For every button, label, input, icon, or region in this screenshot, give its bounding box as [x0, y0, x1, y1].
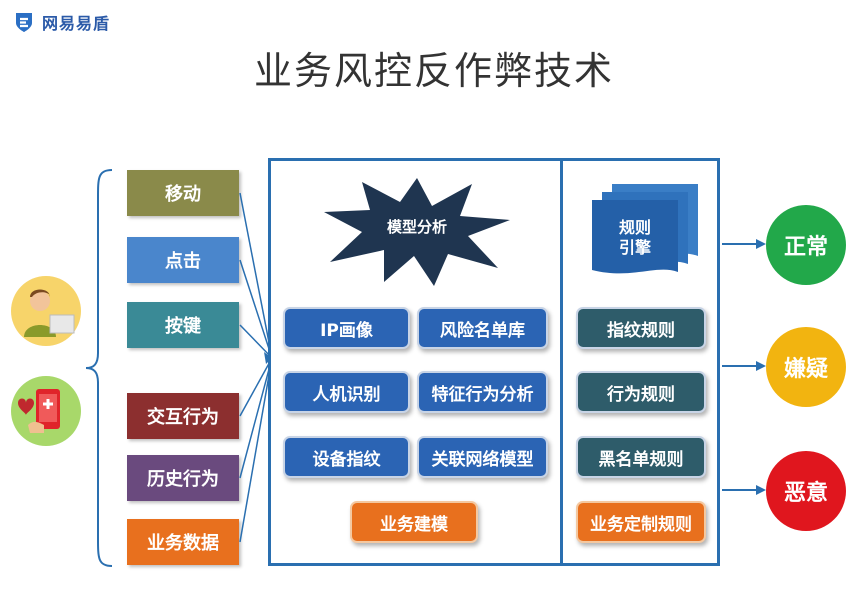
- outcome-label: 嫌疑: [783, 357, 828, 382]
- input-interaction: 交互行为: [127, 393, 239, 439]
- pill-label: 业务定制规则: [590, 514, 692, 535]
- outcome-suspicious: 嫌疑: [766, 327, 846, 407]
- model-item: 风险名单库: [417, 307, 548, 349]
- rule-item: 指纹规则: [576, 307, 706, 349]
- pill-label: 关联网络模型: [431, 449, 534, 470]
- rule-engine-line1: 规则: [618, 218, 651, 237]
- pill-label: 业务建模: [380, 514, 448, 535]
- logo: 网易易盾: [12, 10, 110, 34]
- model-item: 人机识别: [283, 371, 410, 413]
- mobile-hand-icon: [11, 376, 81, 446]
- input-label: 移动: [165, 184, 201, 205]
- input-business-data: 业务数据: [127, 519, 239, 565]
- input-label: 历史行为: [147, 469, 219, 490]
- input-label: 业务数据: [147, 533, 219, 554]
- rule-item: 黑名单规则: [576, 436, 706, 478]
- input-history: 历史行为: [127, 455, 239, 501]
- outcome-normal: 正常: [766, 205, 846, 285]
- shield-e-icon: [16, 13, 32, 32]
- pill-label: 特征行为分析: [431, 384, 534, 405]
- outcome-label: 正常: [783, 235, 828, 260]
- pill-label: 设备指纹: [312, 449, 381, 470]
- starburst-shape: [324, 178, 510, 286]
- input-click: 点击: [127, 237, 239, 283]
- rule-engine-line2: 引擎: [618, 238, 651, 257]
- pill-label: 人机识别: [312, 384, 381, 405]
- page-title: 业务风控反作弊技术: [253, 49, 614, 93]
- custom-rules-pill: 业务定制规则: [576, 501, 706, 543]
- model-item: 关联网络模型: [417, 436, 548, 478]
- pill-label: 行为规则: [607, 384, 675, 405]
- input-label: 交互行为: [147, 407, 219, 428]
- pill-label: IP画像: [320, 320, 373, 341]
- output-arrows: [722, 239, 766, 495]
- business-modeling-pill: 业务建模: [350, 501, 478, 543]
- input-keypress: 按键: [127, 302, 239, 348]
- input-label: 点击: [165, 251, 201, 272]
- rule-engine-label: 规则 引擎: [590, 218, 680, 258]
- logo-text: 网易易盾: [42, 14, 111, 33]
- pill-label: 指纹规则: [607, 320, 675, 341]
- outcome-malicious: 恶意: [766, 451, 846, 531]
- model-analysis-label: 模型分析: [386, 218, 447, 236]
- user-laptop-icon: [11, 276, 81, 346]
- converging-lines: [239, 192, 273, 543]
- model-item: 设备指纹: [283, 436, 410, 478]
- model-item: IP画像: [283, 307, 410, 349]
- model-item: 特征行为分析: [417, 371, 548, 413]
- pill-label: 黑名单规则: [598, 449, 684, 470]
- rule-item: 行为规则: [576, 371, 706, 413]
- document-stack-icon: [592, 184, 698, 274]
- pill-label: 风险名单库: [440, 320, 525, 341]
- input-label: 按键: [165, 316, 201, 337]
- input-move: 移动: [127, 170, 239, 216]
- left-brace: [85, 169, 113, 567]
- outcome-label: 恶意: [783, 481, 828, 506]
